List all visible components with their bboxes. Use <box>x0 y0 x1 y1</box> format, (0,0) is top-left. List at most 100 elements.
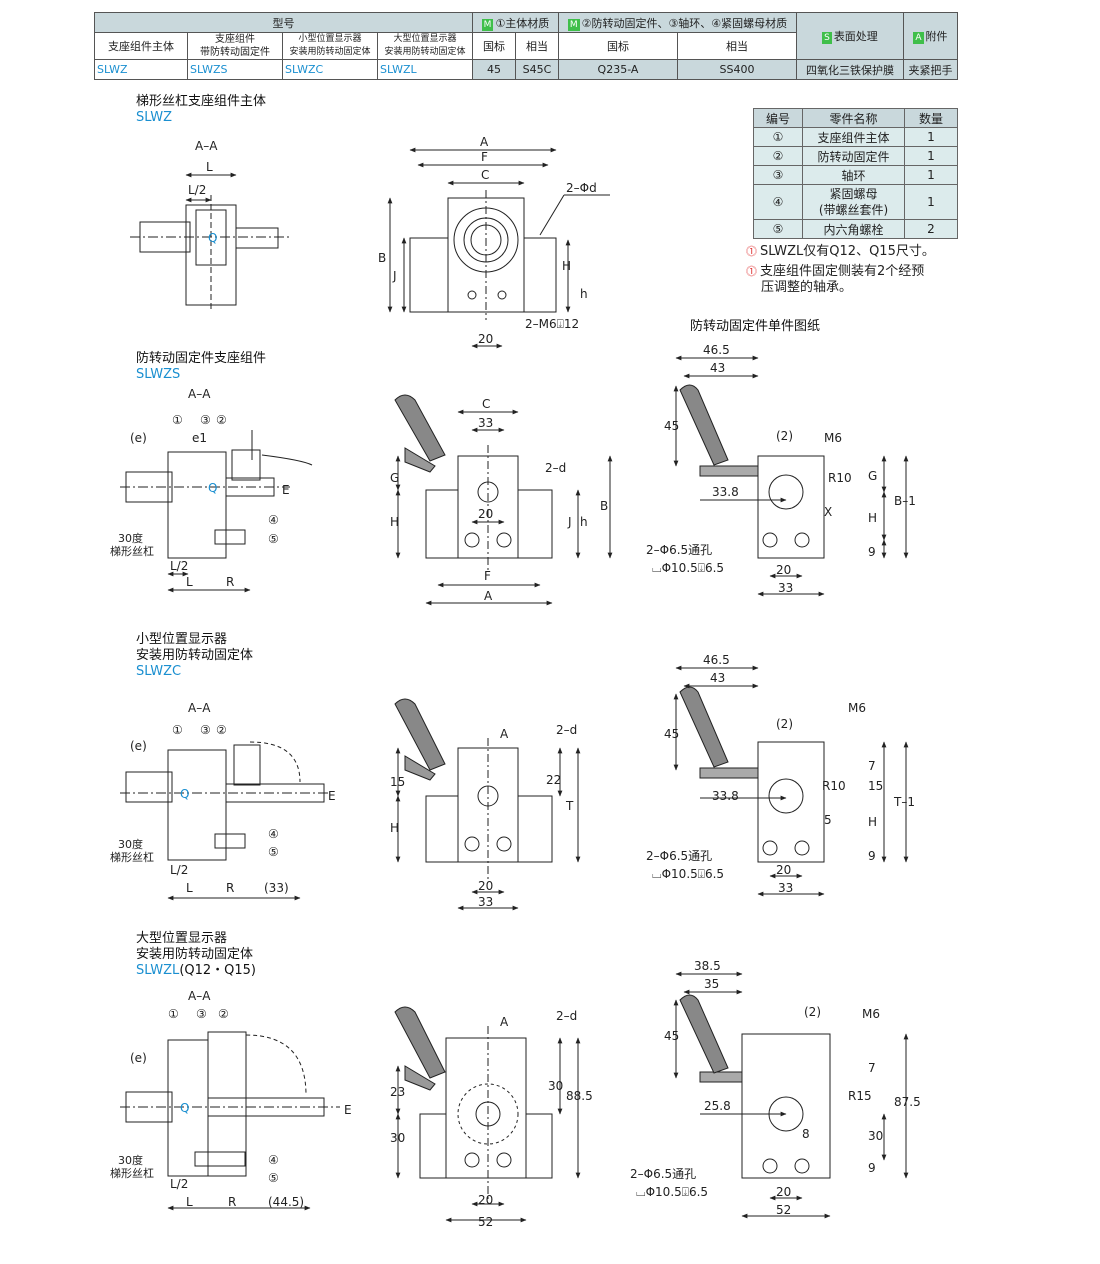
label-M6: M6 <box>862 1007 880 1021</box>
label-8: 8 <box>802 1127 810 1141</box>
label-B: B <box>600 499 608 513</box>
label-88-5: 88.5 <box>566 1089 593 1103</box>
label-A: A <box>500 727 509 741</box>
label-e: (e) <box>130 1051 147 1065</box>
label-m6: 2–M6⍗12 <box>525 317 579 331</box>
single-part-view-1 <box>673 355 909 597</box>
label-c2: ② <box>216 723 227 737</box>
label-7: 7 <box>868 1061 876 1075</box>
label-L2: L/2 <box>170 1177 188 1191</box>
label-23: 23 <box>390 1085 405 1099</box>
label-c5: ⑤ <box>268 845 279 859</box>
label-2: (2) <box>804 1005 821 1019</box>
label-B1: B–1 <box>894 494 916 508</box>
label-c1: ① <box>168 1007 179 1021</box>
col-std2: 国标 <box>558 32 678 60</box>
part-qty: 1 <box>904 127 958 147</box>
label-L2: L/2 <box>170 559 188 573</box>
label-cbore: ⌴Φ10.5⍗6.5 <box>636 1185 708 1199</box>
label-L: L <box>186 881 193 895</box>
label-45: 45 <box>664 419 679 433</box>
col-support: 支座组件带防转动固定件 <box>187 32 283 60</box>
label-22: 22 <box>546 773 561 787</box>
label-F: F <box>484 569 491 583</box>
col-std: 国标 <box>472 32 516 60</box>
part-qty: 1 <box>904 146 958 166</box>
single-part-view-3 <box>673 971 909 1219</box>
label-G: G <box>390 471 399 485</box>
label-20: 20 <box>478 879 493 893</box>
single-part-title: 防转动固定件单件图纸 <box>690 319 821 334</box>
label-L: L <box>186 575 193 589</box>
label-9: 9 <box>868 1161 876 1175</box>
warning-icon: ⓵ <box>746 245 757 258</box>
col-large: 大型位置显示器安装用防转动固定体 <box>377 32 473 60</box>
part-name: 紧固螺母 (带螺丝套件) <box>802 184 905 220</box>
label-M6: M6 <box>824 431 842 445</box>
part-no: ④ <box>753 184 803 220</box>
label-M6: M6 <box>848 701 866 715</box>
warning-icon: ⓵ <box>746 265 757 278</box>
part-name: 防转动固定件 <box>802 146 905 166</box>
slwzs-section-view <box>120 430 313 593</box>
part-no: ⑤ <box>753 219 803 239</box>
label-C: C <box>481 168 489 182</box>
label-Q: Q <box>208 231 217 245</box>
label-87-5: 87.5 <box>894 1095 921 1109</box>
label-52: 52 <box>776 1203 791 1217</box>
label-A: A <box>480 135 489 149</box>
label-c5: ⑤ <box>268 532 279 546</box>
label-thread: 30度梯形丝杠 <box>110 1153 154 1180</box>
label-46-5: 46.5 <box>703 343 730 357</box>
label-9: 9 <box>868 849 876 863</box>
label-R10: R10 <box>822 779 846 793</box>
slwzl-section-view <box>120 1031 340 1211</box>
label-L2: L/2 <box>188 183 206 197</box>
label-46-5: 46.5 <box>703 653 730 667</box>
label-F: F <box>481 150 488 164</box>
label-2phid: 2–Φd <box>566 181 597 195</box>
label-c3: ③ <box>200 413 211 427</box>
label-T: T <box>565 799 574 813</box>
label-aa: A–A <box>188 989 211 1003</box>
label-cbore: ⌴Φ10.5⍗6.5 <box>652 867 724 881</box>
label-T1: T–1 <box>893 795 915 809</box>
label-X: X <box>824 505 832 519</box>
label-L: L <box>206 160 213 174</box>
label-45: 45 <box>664 727 679 741</box>
part-no: ③ <box>753 165 803 185</box>
row-acc: 夹紧把手 <box>902 59 959 80</box>
label-G: G <box>868 469 877 483</box>
label-25-8: 25.8 <box>704 1099 731 1113</box>
label-R10: R10 <box>828 471 852 485</box>
model-header: 型号 <box>94 12 473 33</box>
slwzl-front-view <box>394 1006 581 1223</box>
part-qty: 1 <box>904 184 958 220</box>
label-e1: e1 <box>192 431 207 445</box>
label-c2: ② <box>218 1007 229 1021</box>
label-hole: 2–Φ6.5通孔 <box>646 543 712 557</box>
label-H: H <box>868 511 877 525</box>
slwzc-front-view <box>394 698 581 911</box>
label-2: (2) <box>776 717 793 731</box>
label-35: 35 <box>704 977 719 991</box>
label-R: R <box>228 1195 236 1209</box>
label-A: A <box>484 589 493 603</box>
label-30: 30 <box>868 1129 883 1143</box>
label-9: 9 <box>868 545 876 559</box>
label-33: 33 <box>478 895 493 909</box>
label-45: 45 <box>664 1029 679 1043</box>
part-name: 内六角螺栓 <box>802 219 905 239</box>
label-aa: A–A <box>188 387 211 401</box>
label-J: J <box>567 515 572 529</box>
label-cbore: ⌴Φ10.5⍗6.5 <box>652 561 724 575</box>
label-20: 20 <box>478 1193 493 1207</box>
